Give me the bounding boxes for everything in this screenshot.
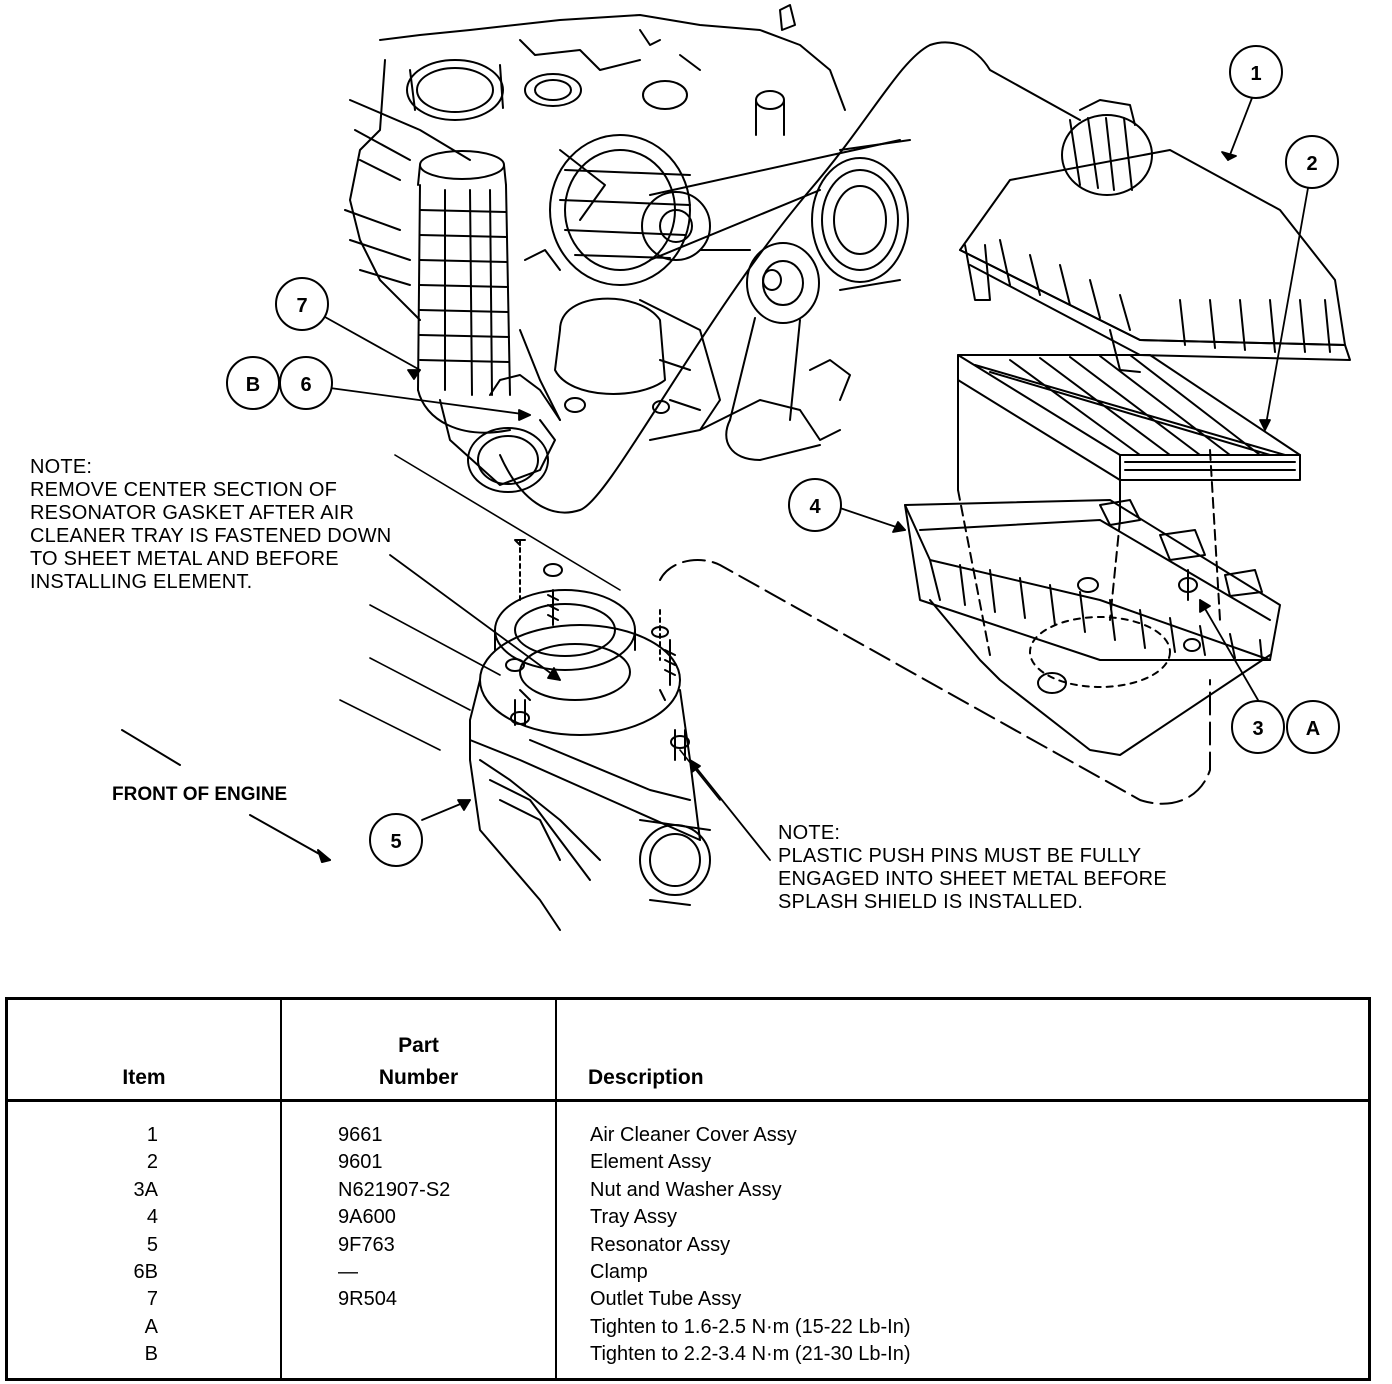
note-heading: NOTE:: [778, 822, 841, 844]
callout-label: 5: [390, 831, 401, 853]
engine-illustration: [344, 4, 911, 461]
note-heading: NOTE:: [30, 456, 93, 478]
cell-item: 5: [146, 1233, 158, 1256]
callout-label: 3: [1252, 718, 1263, 740]
exploded-diagram: 1 2 3 A 4 5 6 B 7: [121, 4, 1351, 931]
cell-description: Outlet Tube Assy: [590, 1288, 742, 1311]
callout-2: 2: [1285, 135, 1339, 189]
table-row: 7 9R504 Outlet Tube Assy: [8, 1286, 1368, 1313]
cell-description: Element Assy: [590, 1151, 712, 1174]
cell-item: 7: [146, 1288, 158, 1311]
parts-table: Item Part Number Description 1 9661 Air …: [5, 997, 1371, 1381]
callout-1: 1: [1229, 45, 1283, 99]
air-cleaner-cover: [959, 99, 1351, 373]
note-line: TO SHEET METAL AND BEFORE: [30, 548, 339, 570]
cell-part-number: 9A600: [338, 1206, 396, 1229]
callout-label: 7: [296, 295, 307, 317]
cell-part-number: 9661: [338, 1124, 383, 1146]
callout-3: 3: [1231, 700, 1285, 754]
table-row: A Tighten to 1.6-2.5 N·m (15-22 Lb-In): [8, 1314, 1368, 1341]
callout-4: 4: [788, 478, 842, 532]
cell-part-number: —: [338, 1260, 358, 1283]
cell-description: Resonator Assy: [590, 1233, 731, 1256]
note-line: SPLASH SHIELD IS INSTALLED.: [778, 891, 1084, 913]
table-row: 2 9601 Element Assy: [8, 1149, 1368, 1176]
callout-label: 2: [1306, 153, 1317, 175]
table-row: 1 9661 Air Cleaner Cover Assy: [8, 1122, 1368, 1149]
cell-part-number: 9F763: [338, 1233, 395, 1256]
callout-A: A: [1286, 700, 1340, 754]
table-row: 4 9A600 Tray Assy: [8, 1204, 1368, 1231]
resonator: [469, 539, 711, 931]
cell-description: Tighten to 2.2-3.4 N·m (21-30 Lb-In): [590, 1343, 911, 1366]
table-row: 3A N621907-S2 Nut and Washer Assy: [8, 1177, 1368, 1204]
outlet-tube: [417, 150, 561, 493]
table-header: Item Part Number Description: [8, 1000, 1368, 1102]
callout-label: 6: [300, 374, 311, 396]
callout-B: B: [226, 356, 280, 410]
cell-item: A: [144, 1315, 158, 1338]
header-part-line2: Number: [378, 1066, 459, 1089]
front-of-engine-label: FRONT OF ENGINE: [112, 784, 288, 805]
cell-part-number: 9601: [338, 1151, 383, 1174]
table-body: 1 9661 Air Cleaner Cover Assy 2 9601 Ele…: [8, 1122, 1368, 1369]
callout-6: 6: [279, 356, 333, 410]
column-divider: [280, 1000, 282, 1378]
air-filter-element: [957, 354, 1301, 521]
table-row: 5 9F763 Resonator Assy: [8, 1232, 1368, 1259]
callout-5: 5: [369, 813, 423, 867]
header-description: Description: [588, 1066, 704, 1089]
guide-lines: [339, 454, 721, 801]
cell-item: 2: [146, 1151, 158, 1174]
note-line: INSTALLING ELEMENT.: [30, 571, 253, 593]
cell-item: 1: [146, 1124, 158, 1146]
cell-part-number: 9R504: [338, 1288, 397, 1311]
cell-item: 6B: [133, 1260, 158, 1283]
callout-label: 1: [1250, 63, 1261, 85]
cell-description: Nut and Washer Assy: [590, 1178, 782, 1201]
callout-7: 7: [275, 277, 329, 331]
guide-line-resonator-to-tray: [659, 559, 1211, 805]
callout-label: 4: [809, 496, 821, 518]
note-line: ENGAGED INTO SHEET METAL BEFORE: [778, 868, 1167, 890]
note-push-pins: NOTE: PLASTIC PUSH PINS MUST BE FULLY EN…: [778, 822, 1167, 914]
guide-line-outlet-to-cover: [499, 41, 1081, 514]
note-line: REMOVE CENTER SECTION OF: [30, 479, 338, 501]
cell-part-number: N621907-S2: [338, 1178, 451, 1201]
table-row: 6B — Clamp: [8, 1259, 1368, 1286]
header-part-line1: Part: [398, 1034, 439, 1057]
cell-item: 3A: [133, 1178, 158, 1201]
callout-label: A: [1306, 718, 1320, 740]
cell-description: Tray Assy: [590, 1206, 678, 1229]
cell-description: Tighten to 1.6-2.5 N·m (15-22 Lb-In): [590, 1315, 911, 1338]
cell-item: B: [144, 1343, 158, 1366]
air-cleaner-tray: [904, 449, 1281, 756]
table-row: B Tighten to 2.2-3.4 N·m (21-30 Lb-In): [8, 1341, 1368, 1368]
note-line: CLEANER TRAY IS FASTENED DOWN: [30, 525, 392, 547]
note-line: PLASTIC PUSH PINS MUST BE FULLY: [778, 845, 1142, 867]
header-item: Item: [122, 1066, 166, 1089]
cell-description: Clamp: [590, 1260, 648, 1283]
cell-description: Air Cleaner Cover Assy: [590, 1124, 797, 1146]
note-resonator-gasket: NOTE: REMOVE CENTER SECTION OF RESONATOR…: [30, 456, 391, 594]
column-divider: [555, 1000, 557, 1378]
front-of-engine-arrow: [121, 729, 331, 863]
note-line: RESONATOR GASKET AFTER AIR: [30, 502, 355, 524]
callout-label: B: [246, 374, 260, 396]
leader-lines: [324, 97, 1309, 861]
cell-item: 4: [146, 1206, 158, 1229]
